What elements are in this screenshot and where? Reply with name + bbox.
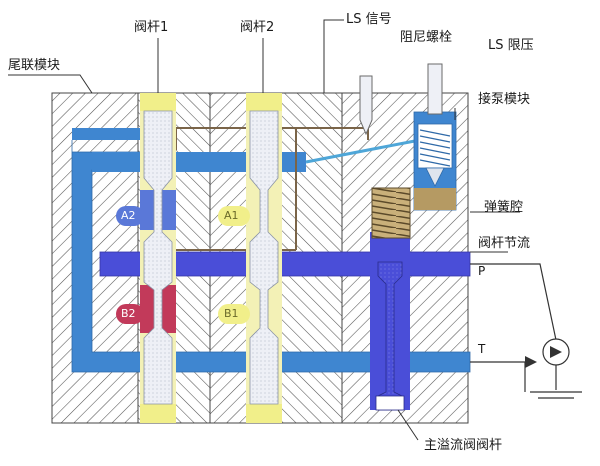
- spool2-yellow-bottom: [246, 404, 282, 423]
- label-spool-throttle: 阀杆节流: [478, 236, 531, 251]
- label-spool2: 阀杆2: [240, 20, 275, 35]
- label-tail-module: 尾联模块: [8, 58, 61, 73]
- pump-symbol-arrow: [550, 346, 562, 358]
- p-line: [470, 263, 557, 341]
- spool1-yellow-bottom: [140, 404, 176, 423]
- label-spool1: 阀杆1: [134, 20, 169, 35]
- damping-bolt: [359, 75, 373, 136]
- ls-limit-stem: [427, 63, 443, 115]
- ls-upper-bridge: [72, 128, 152, 140]
- label-ls-signal: LS 信号: [346, 12, 392, 27]
- spool1-body: [143, 110, 173, 405]
- port-label-b1: B1: [224, 307, 239, 320]
- label-damping-bolt: 阻尼螺栓: [400, 30, 453, 45]
- ls-limit-seat: [414, 188, 456, 210]
- t-arrow-head: [525, 356, 537, 368]
- port-label-p: P: [478, 264, 486, 278]
- label-main-relief-spool: 主溢流阀阀杆: [424, 438, 503, 453]
- ls-limit-poppet: [425, 167, 445, 187]
- leader-lines: [8, 19, 520, 441]
- label-pump-module: 接泵模块: [478, 92, 531, 107]
- port-b1-pill: [218, 304, 250, 324]
- label-ls-limit: LS 限压: [488, 38, 534, 53]
- label-spring-chamber: 弹簧腔: [484, 200, 524, 215]
- port-label-a1: A1: [224, 209, 239, 222]
- ls-limit-spring-coil: [419, 129, 451, 167]
- spool2-body: [249, 110, 279, 405]
- spool1-yellow-top: [140, 93, 176, 111]
- relief-spool-cap: [375, 395, 405, 411]
- port-a1-pill: [218, 206, 250, 226]
- ls-cross-line: [305, 138, 421, 164]
- port-label-b2: B2: [121, 307, 136, 320]
- port-b2-pill: [116, 304, 144, 324]
- tank-symbol: [530, 365, 582, 399]
- spool2-yellow-top: [246, 93, 282, 111]
- spring-chamber-box: [371, 187, 411, 239]
- port-a2-pill: [116, 206, 144, 226]
- port-label-t: T: [478, 342, 486, 356]
- port-label-a2: A2: [121, 209, 136, 222]
